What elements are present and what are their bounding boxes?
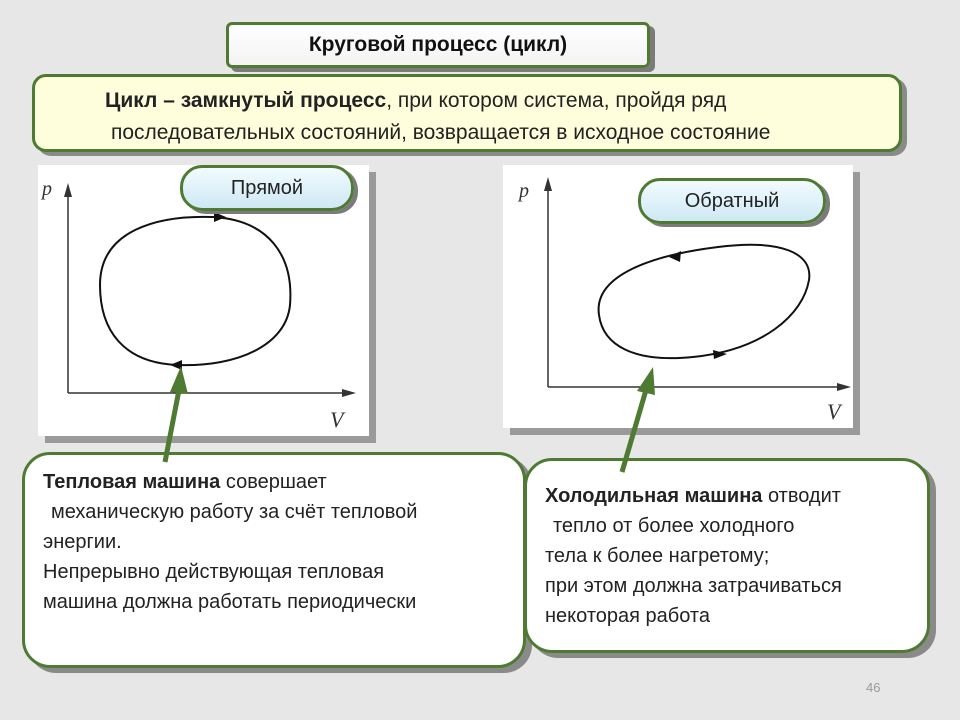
refrigerator-line-4: при этом должна затрачиваться bbox=[545, 575, 842, 597]
reverse-cycle-arrow-top bbox=[669, 251, 681, 262]
p-axis-label: p bbox=[517, 180, 529, 202]
direct-cycle-diagram: p V bbox=[40, 178, 356, 432]
page-number: 46 bbox=[866, 680, 881, 695]
refrigerator-line-2: тепло от более холодного bbox=[553, 515, 795, 537]
reverse-cycle-curve bbox=[597, 243, 811, 360]
heat-engine-line-5: машина должна работать периодически bbox=[43, 591, 417, 613]
heat-engine-box: Тепловая машина совершает механическую р… bbox=[22, 452, 526, 668]
p-axis-label: p bbox=[40, 178, 52, 200]
heat-engine-text-1: совершает bbox=[220, 471, 327, 493]
direct-cycle-label: Прямой bbox=[180, 165, 354, 211]
direct-cycle-arrow-bottom bbox=[170, 360, 182, 370]
v-axis-arrow bbox=[342, 389, 356, 397]
v-axis-label: V bbox=[330, 407, 346, 432]
refrigerator-term: Холодильная машина bbox=[545, 485, 763, 507]
definition-text-1: , при котором система, пройдя ряд bbox=[386, 89, 727, 112]
v-axis-label: V bbox=[827, 399, 843, 424]
definition-line-2: последовательных состояний, возвращается… bbox=[111, 121, 771, 144]
reverse-cycle-diagram: p V bbox=[517, 177, 851, 424]
heat-engine-term: Тепловая машина bbox=[43, 471, 221, 493]
definition-line-1: Цикл – замкнутый процесс, при котором си… bbox=[105, 85, 899, 117]
refrigerator-line-5: некоторая работа bbox=[545, 605, 710, 627]
refrigerator-text-1: отводит bbox=[762, 485, 841, 507]
v-axis-arrow bbox=[837, 383, 851, 391]
refrigerator-line-3: тела к более нагретому; bbox=[545, 545, 770, 567]
p-axis-arrow bbox=[64, 183, 72, 197]
definition-box: Цикл – замкнутый процесс, при котором си… bbox=[32, 74, 902, 152]
heat-engine-line-1: Тепловая машина совершает bbox=[43, 467, 523, 497]
slide-title: Круговой процесс (цикл) bbox=[226, 22, 650, 68]
p-axis-arrow bbox=[544, 177, 552, 191]
heat-engine-line-3: энергии. bbox=[43, 531, 122, 553]
definition-term: Цикл – замкнутый процесс bbox=[105, 89, 387, 112]
direct-cycle-arrow-top bbox=[214, 212, 226, 222]
reverse-cycle-label: Обратный bbox=[638, 178, 826, 224]
direct-cycle-curve bbox=[98, 215, 292, 367]
refrigerator-line-1: Холодильная машина отводит bbox=[545, 481, 927, 511]
refrigerator-box: Холодильная машина отводит тепло от боле… bbox=[524, 458, 930, 653]
heat-engine-line-4: Непрерывно действующая тепловая bbox=[43, 561, 385, 583]
heat-engine-line-2: механическую работу за счёт тепловой bbox=[51, 501, 418, 523]
reverse-cycle-arrow-bottom bbox=[713, 350, 727, 359]
